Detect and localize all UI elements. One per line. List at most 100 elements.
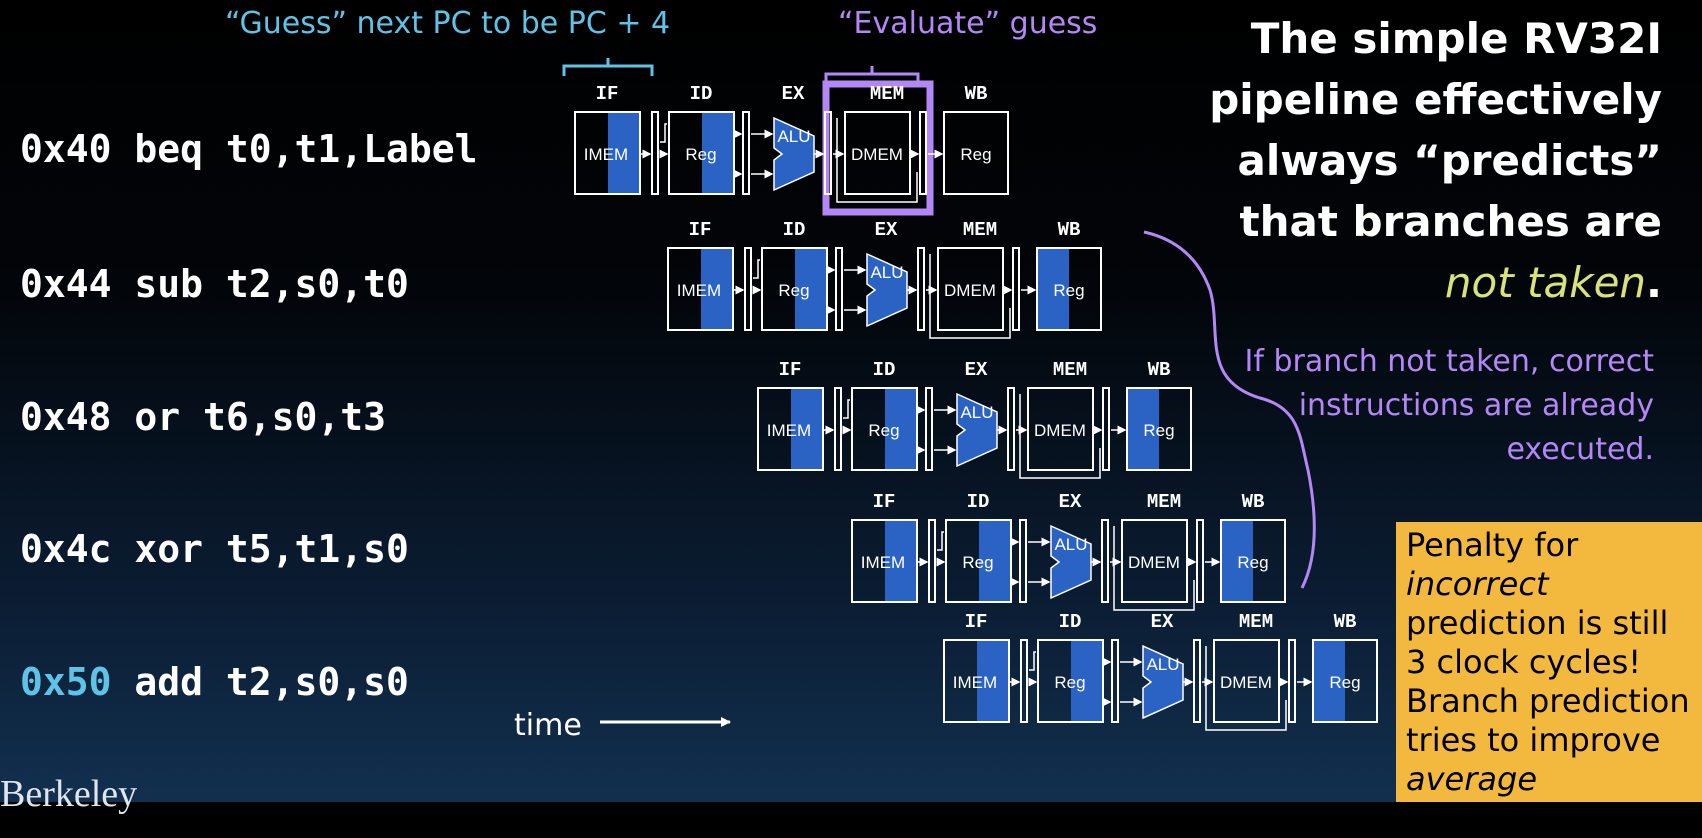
dmem-writeback-wire bbox=[1019, 394, 1101, 479]
imem-label: IMEM bbox=[584, 145, 628, 164]
wb-reg-block bbox=[943, 111, 1009, 195]
stage-label-if: IF bbox=[779, 359, 802, 381]
imem-block bbox=[943, 639, 1010, 723]
imem-fill bbox=[885, 520, 917, 602]
wb-reg-fill bbox=[1127, 388, 1159, 470]
instr-addr: 0x40 bbox=[20, 127, 112, 171]
dmem-block bbox=[1027, 387, 1094, 471]
title-end: . bbox=[1646, 258, 1662, 307]
wb-reg-label: Reg bbox=[1329, 673, 1360, 692]
stage-label-mem: MEM bbox=[1239, 611, 1273, 633]
instr-text: sub t2,s0,t0 bbox=[111, 262, 409, 306]
imem-fill bbox=[608, 112, 640, 194]
dmem-label: DMEM bbox=[1128, 553, 1180, 572]
reg-label: Reg bbox=[778, 281, 809, 300]
imem-block bbox=[667, 247, 734, 331]
pipeline-register bbox=[1019, 519, 1027, 603]
stage-label-ex: EX bbox=[965, 359, 988, 381]
dmem-block bbox=[937, 247, 1004, 331]
stage-label-ex: EX bbox=[875, 219, 898, 241]
alu-label: ALU bbox=[1054, 535, 1087, 554]
evaluate-bracket bbox=[824, 66, 920, 86]
dmem-block bbox=[1213, 639, 1280, 723]
reg-block bbox=[945, 519, 1012, 603]
reg-fill bbox=[795, 248, 827, 330]
reg-label: Reg bbox=[685, 145, 716, 164]
stage-label-id: ID bbox=[783, 219, 806, 241]
alu-block bbox=[1142, 644, 1184, 720]
reg-block bbox=[668, 111, 735, 195]
instruction-0x50: 0x50 add t2,s0,s0 bbox=[20, 660, 409, 704]
stage-label-wb: WB bbox=[1334, 611, 1357, 633]
imem-fill bbox=[791, 388, 823, 470]
branch-brace bbox=[1143, 230, 1316, 589]
pipeline-register bbox=[1012, 247, 1020, 331]
pipeline-register bbox=[919, 111, 927, 195]
dmem-writeback-wire bbox=[1113, 526, 1195, 611]
wb-reg-fill bbox=[1313, 640, 1345, 722]
wb-reg-label: Reg bbox=[1237, 553, 1268, 572]
instr-text: xor t5,t1,s0 bbox=[111, 527, 409, 571]
imem-block bbox=[757, 387, 824, 471]
wb-reg-label: Reg bbox=[1053, 281, 1084, 300]
reg-block bbox=[1037, 639, 1104, 723]
alu-label: ALU bbox=[777, 127, 810, 146]
imem-label: IMEM bbox=[953, 673, 997, 692]
dmem-writeback-wire bbox=[836, 118, 918, 203]
penalty-text-3: . bbox=[1611, 799, 1622, 837]
stage-label-wb: WB bbox=[965, 83, 988, 105]
wb-reg-block bbox=[1220, 519, 1286, 603]
alu-label: ALU bbox=[870, 263, 903, 282]
pipeline-register bbox=[928, 519, 936, 603]
alu-block bbox=[956, 392, 998, 468]
reg-block bbox=[761, 247, 828, 331]
stage-label-wb: WB bbox=[1242, 491, 1265, 513]
dmem-label: DMEM bbox=[851, 145, 903, 164]
penalty-text-1: Penalty for bbox=[1406, 526, 1579, 564]
stage-label-if: IF bbox=[873, 491, 896, 513]
wb-reg-block bbox=[1312, 639, 1378, 723]
slide-title: The simple RV32I pipeline effectively al… bbox=[1192, 8, 1662, 313]
reg-fill bbox=[885, 388, 917, 470]
datapath-wire bbox=[843, 399, 850, 419]
wb-reg-fill bbox=[1037, 248, 1069, 330]
imem-fill bbox=[701, 248, 733, 330]
pipeline-register bbox=[1288, 639, 1296, 723]
instr-addr-highlighted: 0x50 bbox=[20, 660, 112, 704]
pipeline-register bbox=[824, 111, 832, 195]
stage-label-if: IF bbox=[965, 611, 988, 633]
time-label: time bbox=[514, 708, 582, 743]
datapath-wire bbox=[660, 123, 667, 143]
wb-reg-label: Reg bbox=[1143, 421, 1174, 440]
wb-reg-fill bbox=[1221, 520, 1253, 602]
dmem-label: DMEM bbox=[944, 281, 996, 300]
pipeline-register bbox=[1102, 387, 1110, 471]
stage-label-mem: MEM bbox=[1053, 359, 1087, 381]
reg-fill bbox=[979, 520, 1011, 602]
stage-label-id: ID bbox=[967, 491, 990, 513]
dmem-block bbox=[1121, 519, 1188, 603]
imem-label: IMEM bbox=[677, 281, 721, 300]
datapath-wire bbox=[937, 531, 944, 551]
stage-label-wb: WB bbox=[1148, 359, 1171, 381]
stage-label-ex: EX bbox=[1059, 491, 1082, 513]
alu-label: ALU bbox=[960, 403, 993, 422]
reg-block bbox=[851, 387, 918, 471]
dmem-label: DMEM bbox=[1034, 421, 1086, 440]
stage-label-ex: EX bbox=[782, 83, 805, 105]
stage-label-id: ID bbox=[1059, 611, 1082, 633]
pipeline-register bbox=[742, 111, 750, 195]
stage-label-if: IF bbox=[689, 219, 712, 241]
imem-block bbox=[574, 111, 641, 195]
pipeline-register bbox=[834, 387, 842, 471]
guess-bracket bbox=[562, 58, 654, 76]
instr-addr: 0x4c bbox=[20, 527, 112, 571]
stage-label-mem: MEM bbox=[1147, 491, 1181, 513]
title-emphasis: not taken bbox=[1444, 258, 1647, 307]
stage-label-mem: MEM bbox=[870, 83, 904, 105]
title-text: The simple RV32I pipeline effectively al… bbox=[1209, 14, 1662, 246]
